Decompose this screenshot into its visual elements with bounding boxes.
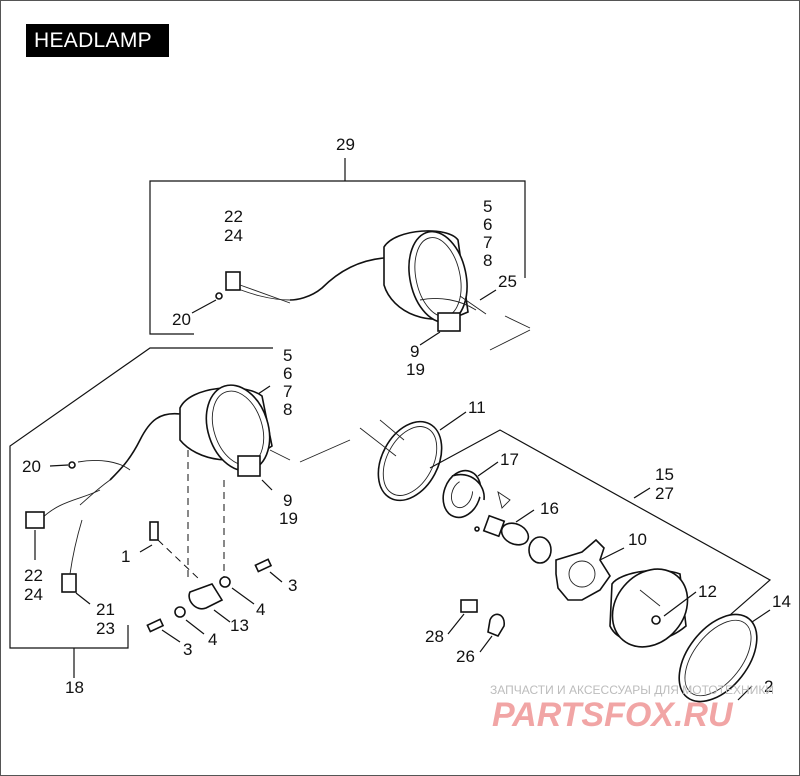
- part-26-28-small-bulb: [447, 599, 505, 653]
- left-headlamp-housing: [25, 384, 351, 605]
- callout-16: 16: [540, 499, 559, 518]
- callout-21: 21: [96, 600, 115, 619]
- part-10-retaining-ring: [555, 538, 625, 601]
- callout-22: 22: [224, 207, 243, 226]
- callout-19: 19: [406, 360, 425, 379]
- callout-7: 7: [283, 382, 292, 401]
- callout-6: 6: [483, 215, 492, 234]
- watermark: ЗАПЧАСТИ И АКСЕССУАРЫ ДЛЯ МОТОТЕХНИКИ PA…: [490, 683, 774, 734]
- callout-23: 23: [96, 619, 115, 638]
- callout-2: 2: [764, 677, 773, 696]
- diagram-title: HEADLAMP: [26, 24, 169, 57]
- mounting-hardware: [139, 521, 283, 643]
- callout-24: 24: [24, 585, 43, 604]
- watermark-tagline: ЗАПЧАСТИ И АКСЕССУАРЫ ДЛЯ МОТОТЕХНИКИ: [490, 683, 774, 697]
- callout-8: 8: [483, 251, 492, 270]
- part-16-bulb: [482, 509, 552, 564]
- callout-4: 4: [256, 600, 265, 619]
- callout-15: 15: [655, 465, 674, 484]
- callout-1: 1: [121, 547, 130, 566]
- callout-20: 20: [22, 457, 41, 476]
- callout-24: 24: [224, 226, 243, 245]
- callout-3: 3: [183, 640, 192, 659]
- callout-5: 5: [283, 346, 292, 365]
- callout-10: 10: [628, 530, 647, 549]
- callout-25: 25: [498, 272, 517, 291]
- callout-labels: 29 22 24 20 5 6 7 8 25 9 19 5 6 7 8 20 9…: [22, 135, 791, 697]
- callout-26: 26: [456, 647, 475, 666]
- bracket-group-29: [149, 158, 526, 335]
- part-17-socket: [442, 461, 511, 532]
- callout-29: 29: [336, 135, 355, 154]
- callout-19: 19: [279, 509, 298, 528]
- part-14-trim-ring: [678, 609, 771, 703]
- callout-14: 14: [772, 592, 791, 611]
- callout-6: 6: [283, 364, 292, 383]
- callout-3: 3: [288, 576, 297, 595]
- callout-8: 8: [283, 400, 292, 419]
- callout-4: 4: [208, 630, 217, 649]
- upper-headlamp-housing: [191, 230, 531, 351]
- callout-11: 11: [468, 398, 486, 417]
- callout-22: 22: [24, 566, 43, 585]
- callout-9: 9: [410, 342, 419, 361]
- bracket-group-18: [9, 347, 273, 678]
- bracket-group-15-27: [429, 429, 772, 651]
- callout-28: 28: [425, 627, 444, 646]
- watermark-brand: PARTSFOX.RU: [492, 696, 734, 734]
- callout-17: 17: [500, 450, 519, 469]
- callout-18: 18: [65, 678, 84, 697]
- callout-5: 5: [483, 197, 492, 216]
- callout-9: 9: [283, 491, 292, 510]
- callout-12: 12: [698, 582, 717, 601]
- callout-27: 27: [655, 484, 674, 503]
- callout-7: 7: [483, 233, 492, 252]
- part-11-seal-ring: [359, 411, 467, 502]
- part-12-lens-assembly: [609, 568, 697, 648]
- callout-13: 13: [230, 616, 249, 635]
- callout-20: 20: [172, 310, 191, 329]
